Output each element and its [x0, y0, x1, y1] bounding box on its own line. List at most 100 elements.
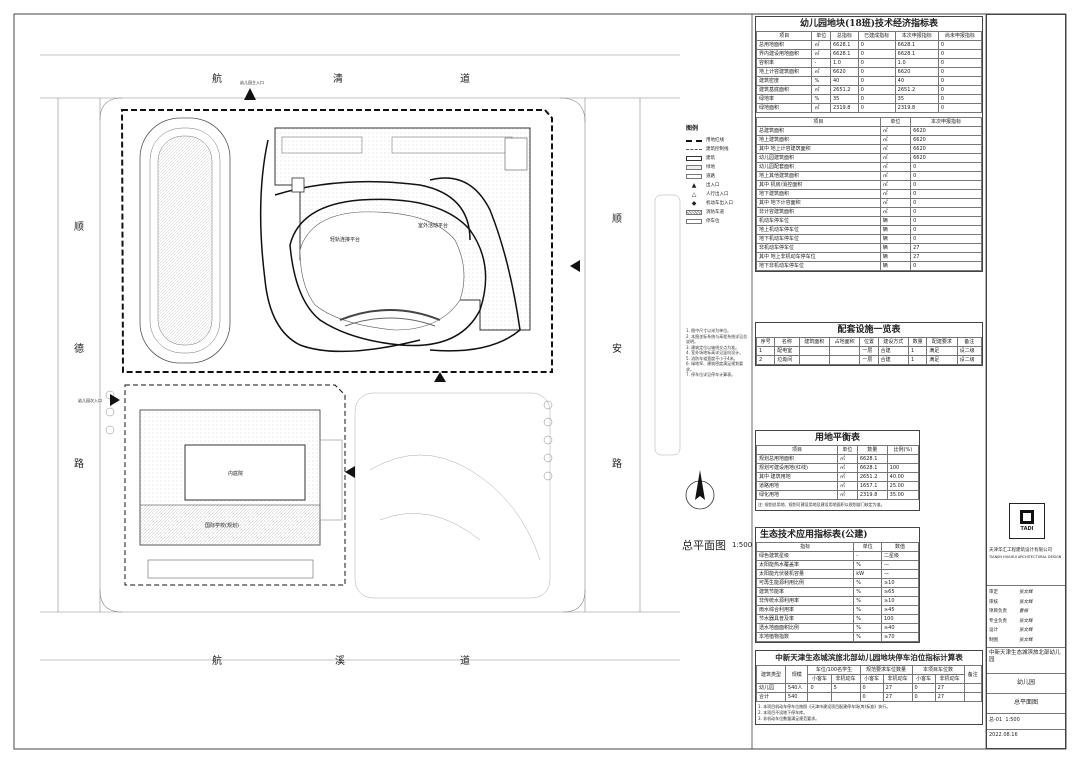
label-platform1: 轻轨连接平台 — [330, 237, 361, 243]
parking-note: 2. 本项目不设地下停车库。 — [758, 710, 808, 715]
curved-platforms — [259, 139, 521, 353]
legend-item: △人行出入口 — [691, 191, 729, 198]
road-east-char-2: 安 — [612, 344, 624, 355]
legend: 图例 用地红线 建筑控制线 建筑 绿地 道路 ▲出入口 △人行出入口 ◆机动车出… — [686, 126, 750, 226]
road-north-char-3: 道 — [460, 74, 472, 85]
legend-item: 消防车道 — [686, 208, 750, 217]
company-logo: TADI — [1009, 503, 1045, 539]
logo-text: TADI — [1020, 526, 1034, 532]
note-line: 2. 本图坐标系统与高程系统详见总说明。 — [686, 333, 748, 345]
table-row: 建筑节能率%≥65 — [755, 587, 920, 597]
drawing-date: 2022.08.16 — [987, 729, 1065, 747]
table-row: 太阳能热水覆盖率%— — [755, 560, 920, 570]
legend-item: 停车位 — [686, 217, 750, 226]
legend-item: ▲出入口 — [691, 182, 720, 189]
table-row: 可再生能源利用比例%≥10 — [755, 578, 920, 588]
legend-item: 建筑 — [686, 154, 750, 163]
legend-item: 用地红线 — [686, 136, 750, 145]
road-south-char-1: 航 — [212, 656, 224, 667]
road-south-char-3: 道 — [460, 656, 472, 667]
road-west-char-2: 德 — [74, 344, 86, 355]
legend-item: 绿地 — [686, 163, 750, 172]
project-name: 中新天津生态城滨旅北部幼儿园 — [987, 647, 1065, 671]
eco-table-title: 生态技术应用指标表(公建) — [760, 530, 868, 540]
road-north-char-2: 清 — [333, 74, 345, 85]
north-arrow — [685, 470, 715, 510]
label-main-entrance: 幼儿园主入口 — [240, 80, 264, 85]
table-row: 绿色建筑星级-二星级 — [755, 551, 920, 561]
entrance-arrows — [110, 88, 580, 478]
table-row: 节水器具普及率%100 — [755, 614, 920, 624]
legend-title: 图例 — [686, 125, 699, 132]
sports-track — [139, 117, 231, 364]
note-line: 7. 停车位详见停车计算表。 — [686, 372, 736, 377]
facility-table-title: 配套设施一览表 — [837, 325, 901, 335]
legend-item: 建筑控制线 — [686, 145, 750, 154]
title-block: TADI 天津华汇工程建筑设计有限公司 TIANJIN HUAHUI ARCHI… — [986, 14, 1066, 749]
note-line: 6. 绿地率、建筑密度满足规划要求。 — [686, 361, 744, 372]
design-notes: 1. 图中尺寸以米为单位。 2. 本图坐标系统与高程系统详见总说明。 3. 建筑… — [686, 328, 750, 378]
parking-note: 1. 本项目机动车停车位按照《天津市建设项目配建停车场(库)标准》执行。 — [758, 704, 891, 709]
land-table-note: 注: 规划总用地、规划可建设用地及建设用地面积以规划部门核定为准。 — [758, 502, 885, 507]
signature-block: 审定张文辉 审核张文辉 项目负责曹振 专业负责张文辉 设计张文辉 制图张文辉 — [987, 585, 1065, 645]
parking-note: 3. 非机动车位数量满足规范要求。 — [758, 716, 820, 721]
road-south-char-2: 溪 — [335, 656, 347, 667]
label-sub-entrance: 幼儿园次入口 — [78, 398, 102, 403]
note-line: 3. 建筑定位以轴线交点为准。 — [686, 344, 740, 350]
note-line: 5. 消防车道宽度不小于4米。 — [686, 355, 738, 361]
road-curbs — [40, 54, 680, 661]
parking-notes: 1. 本项目机动车停车位按照《天津市建设项目配建停车场(库)标准》执行。 2. … — [756, 702, 982, 724]
land-table-title: 用地平衡表 — [814, 433, 860, 443]
tech-index-table: 幼儿园地块(18班)技术经济指标表 项目单位总指标 已建成指标本次申报指标尚未申… — [755, 16, 983, 272]
road-north-char-1: 航 — [212, 74, 224, 85]
eco-tech-table: 生态技术应用指标表(公建) 指标单位数值 绿色建筑星级-二星级 太阳能热水覆盖率… — [755, 527, 920, 643]
road-east-char-3: 路 — [612, 459, 624, 470]
note-line: 4. 室外场地标高详见竖向设计。 — [686, 350, 744, 355]
trees — [105, 390, 553, 481]
kindergarten-red-line — [120, 109, 553, 373]
label-platform2: 室外活动平台 — [418, 223, 449, 229]
company-name: 天津华汇工程建筑设计有限公司 — [989, 548, 1052, 553]
road-west-char-3: 路 — [74, 459, 86, 470]
drawing-frame — [13, 13, 1067, 750]
item-name: 幼儿园 — [987, 673, 1065, 691]
legend-item: 道路 — [686, 172, 750, 181]
table-row: 非传统水源利用率%≥10 — [755, 596, 920, 606]
parking-table: 中新天津生态城滨旅北部幼儿园地块停车泊位指标计算表 建筑类型规模 车位/100名… — [755, 650, 983, 725]
adjacent-lots — [354, 194, 681, 599]
road-west-char-1: 顺 — [74, 222, 86, 233]
label-school: 国际学校(规划) — [205, 523, 239, 529]
table-row: 透水地面面积比例%≥40 — [755, 623, 920, 633]
legend-item: ◆机动车出入口 — [691, 200, 733, 207]
